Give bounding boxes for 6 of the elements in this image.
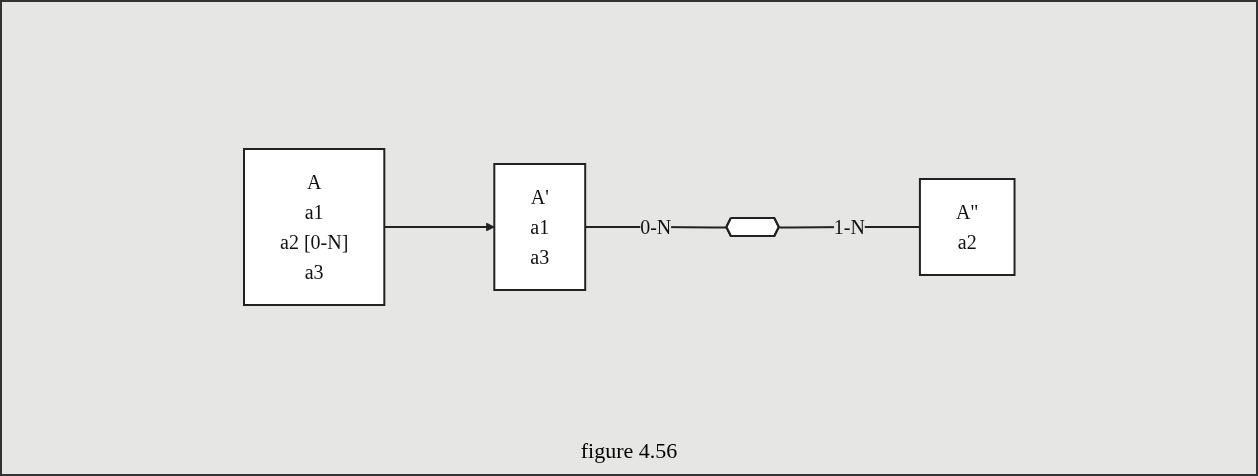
node-box: A' a1 a3 [493, 163, 586, 291]
edge-label: 0-N [639, 216, 672, 238]
node-box: A" a2 [918, 178, 1016, 276]
node-box: A a1 a2 [0-N] a3 [242, 148, 386, 306]
figure-caption: figure 4.56 [580, 438, 678, 464]
edge-label: 1-N [833, 216, 865, 238]
